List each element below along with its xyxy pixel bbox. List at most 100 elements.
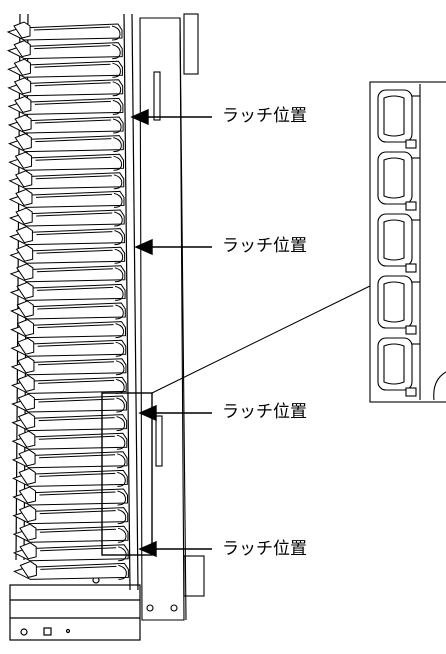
- latch-position-label-1: ラッチ位置: [222, 106, 307, 126]
- latch-position-label-3: ラッチ位置: [222, 402, 307, 422]
- card-slot: [8, 170, 125, 190]
- card-slot: [8, 151, 125, 171]
- card-handle: [14, 114, 32, 132]
- card-slot: [11, 430, 128, 450]
- zoom-card-clip: [405, 263, 417, 273]
- side-plate-slot-bottom: [155, 415, 163, 467]
- zoom-leader-line: [151, 284, 373, 394]
- card-stack: [6, 21, 129, 580]
- zoom-inset: [101, 81, 446, 556]
- zoom-inset-arc: [433, 371, 446, 401]
- card-edge: [36, 268, 113, 273]
- card-slot: [9, 226, 125, 246]
- card-latch: [114, 267, 124, 283]
- callout-arrowhead: [138, 540, 157, 558]
- card-slot: [12, 542, 129, 562]
- card-edge: [36, 249, 113, 254]
- callout-arrow-2: [134, 238, 212, 256]
- card-edge: [34, 45, 111, 50]
- zoom-card-body: [377, 151, 413, 205]
- card-edge: [40, 565, 117, 570]
- card-edge: [35, 175, 112, 180]
- zoom-card-body: [377, 275, 413, 329]
- card-latch: [117, 509, 127, 525]
- latch-position-label-2: ラッチ位置: [222, 236, 307, 256]
- card-handle: [13, 40, 31, 58]
- card-edge: [35, 119, 112, 124]
- side-panel: [139, 13, 205, 621]
- chassis-connector: [43, 627, 52, 636]
- card-slot: [11, 412, 128, 432]
- card-slot: [10, 374, 127, 394]
- card-edge: [38, 379, 115, 384]
- card-slot: [8, 188, 125, 208]
- card-slot: [13, 560, 129, 580]
- callout-arrow-1: [130, 108, 212, 126]
- card-handle: [17, 374, 35, 392]
- card-edge: [35, 156, 112, 161]
- callout-arrowhead: [138, 404, 157, 422]
- card-slot: [9, 244, 126, 264]
- callout-arrow-4: [138, 540, 212, 558]
- card-latch: [112, 118, 122, 134]
- chassis-screw: [20, 628, 28, 636]
- card-edge: [35, 193, 112, 198]
- card-handle: [15, 188, 33, 206]
- card-latch: [116, 434, 126, 450]
- card-slot: [8, 207, 125, 227]
- callout-arrowhead: [134, 238, 153, 256]
- card-latch: [113, 192, 123, 208]
- card-handle: [16, 281, 34, 299]
- card-handle: [13, 21, 31, 39]
- card-handle: [14, 133, 32, 151]
- card-slot: [7, 77, 124, 97]
- card-handle: [15, 226, 33, 244]
- card-slot: [10, 337, 127, 357]
- card-handle: [16, 300, 34, 318]
- zoom-card-body: [377, 89, 413, 143]
- card-handle: [17, 356, 35, 374]
- card-handle: [14, 151, 33, 169]
- card-handle: [13, 58, 31, 76]
- card-handle: [18, 449, 36, 467]
- card-edge: [36, 212, 113, 217]
- zoom-card-latch: [383, 219, 405, 261]
- card-edge: [39, 528, 116, 533]
- card-slot: [9, 263, 126, 283]
- card-slot: [11, 449, 128, 469]
- card-handle: [16, 337, 35, 355]
- zoom-card-clip: [405, 201, 417, 211]
- side-plate: [139, 17, 185, 621]
- card-edge: [34, 100, 111, 105]
- card-edge: [37, 324, 114, 329]
- card-edge: [36, 231, 113, 236]
- card-handle: [19, 560, 37, 578]
- zoom-card-latch: [383, 157, 405, 199]
- card-edge: [40, 547, 117, 552]
- card-latch: [115, 323, 125, 339]
- card-handle: [19, 542, 37, 560]
- card-slot: [12, 486, 128, 506]
- card-latch: [113, 137, 122, 153]
- card-edge: [39, 510, 116, 515]
- card-latch: [117, 471, 126, 487]
- card-edge: [34, 63, 111, 68]
- card-slot: [7, 95, 124, 115]
- zoom-card: [377, 213, 420, 273]
- side-plate-slot-top: [153, 71, 161, 121]
- zoom-card-clip: [405, 139, 417, 149]
- card-slot: [6, 21, 123, 41]
- card-latch: [115, 304, 124, 320]
- zoom-card: [377, 151, 420, 211]
- card-slot: [12, 505, 129, 525]
- zoom-card-clip: [405, 325, 417, 335]
- card-slot: [12, 523, 129, 543]
- chassis-bottom: [9, 584, 141, 641]
- card-slot: [10, 356, 127, 376]
- side-plate-edge: [179, 17, 187, 621]
- zoom-card: [377, 275, 420, 335]
- card-latch: [117, 490, 127, 506]
- card-latch: [117, 527, 127, 543]
- card-latch: [113, 155, 123, 171]
